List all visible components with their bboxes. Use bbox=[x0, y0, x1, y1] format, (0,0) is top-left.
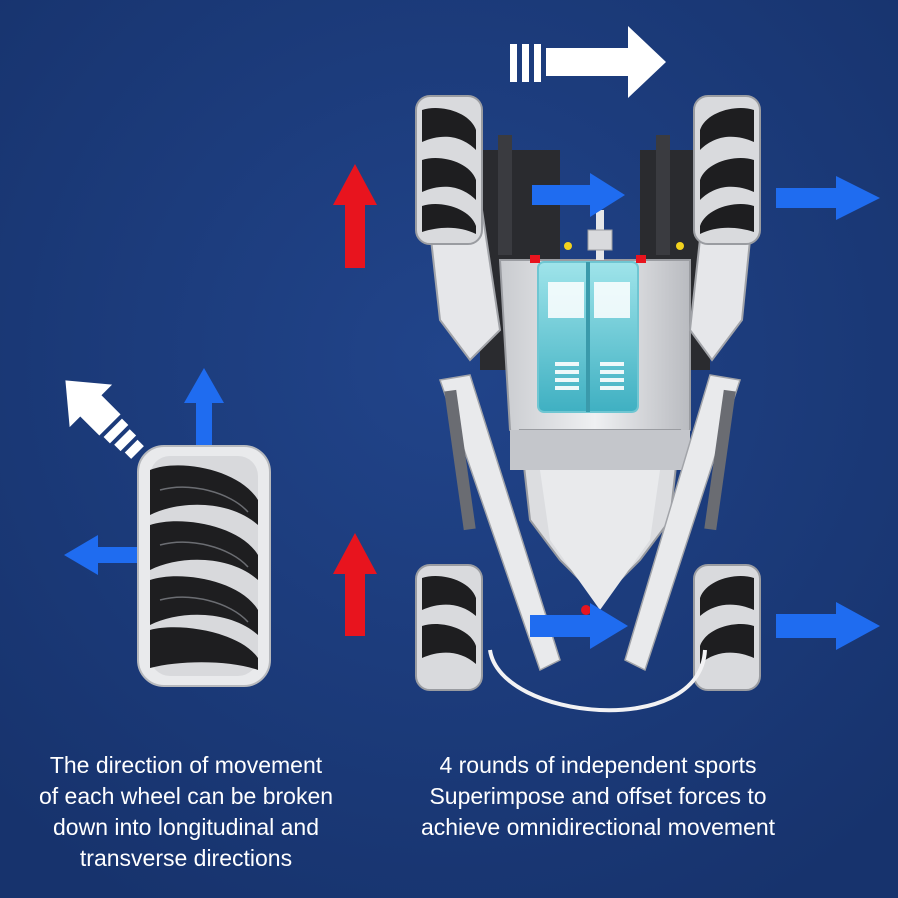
rear-right-transverse-arrow-icon bbox=[776, 602, 880, 650]
caption-line: down into longitudinal and bbox=[53, 814, 319, 840]
rear-longitudinal-arrow-icon bbox=[333, 533, 377, 636]
motion-arrow-icon bbox=[510, 26, 666, 98]
caption-line: of each wheel can be broken bbox=[38, 783, 334, 809]
caption-line: 4 rounds of independent sports bbox=[439, 752, 757, 778]
front-right-transverse-arrow-icon bbox=[776, 176, 880, 220]
front-longitudinal-arrow-icon bbox=[333, 164, 377, 268]
mecanum-wheel-icon bbox=[137, 445, 271, 687]
caption-line: The direction of movement bbox=[49, 752, 323, 778]
caption-wheel-decomposition: The direction of movement of each wheel … bbox=[0, 750, 372, 874]
robot-car-illustration bbox=[415, 95, 762, 713]
front-left-transverse-arrow-icon bbox=[532, 173, 625, 217]
caption-line: Superimpose and offset forces to bbox=[429, 783, 767, 809]
rear-left-transverse-arrow-icon bbox=[530, 603, 628, 649]
caption-line: transverse directions bbox=[79, 845, 293, 871]
longitudinal-arrow-icon bbox=[184, 368, 224, 448]
caption-line: achieve omnidirectional movement bbox=[420, 814, 776, 840]
transverse-arrow-icon bbox=[64, 535, 138, 575]
resultant-arrow-icon bbox=[65, 380, 144, 459]
caption-omnidirectional: 4 rounds of independent sports Superimpo… bbox=[382, 750, 814, 843]
